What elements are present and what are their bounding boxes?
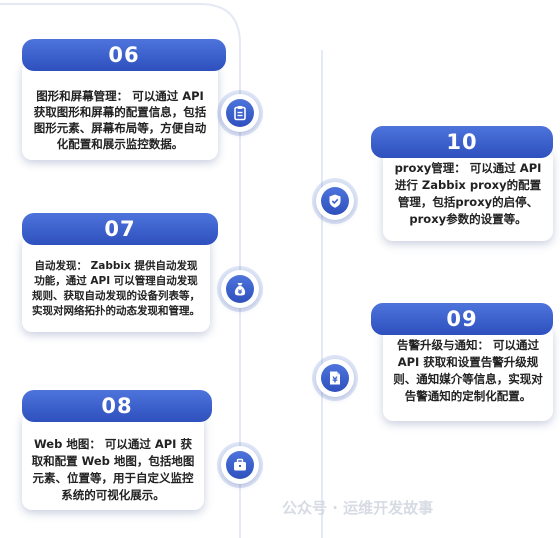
money-bag-icon: ¥: [234, 283, 246, 296]
card-07-number: 07: [22, 213, 218, 245]
card-09-number: 09: [371, 303, 553, 335]
card-06: 图形和屏幕管理： 可以通过 API 获取图形和屏幕的配置信息，包括图形元素、屏幕…: [22, 39, 232, 160]
card-10: proxy管理： 可以通过 API 进行 Zabbix proxy的配置管理，包…: [371, 126, 553, 241]
card-10-marker: [316, 182, 354, 220]
yen-document-icon: ¥: [330, 371, 340, 385]
shield-check-icon: [329, 194, 341, 208]
card-08-number: 08: [22, 390, 212, 422]
card-10-number: 10: [371, 126, 553, 158]
card-08-marker: [221, 446, 259, 484]
briefcase-icon: [234, 458, 246, 471]
card-07: 自动发现： Zabbix 提供自动发现功能，通过 API 可以管理自动发现规则、…: [22, 213, 224, 332]
watermark: 公众号 · 运维开发故事: [282, 499, 434, 517]
card-06-number: 06: [22, 39, 226, 71]
card-08: Web 地图： 可以通过 API 获取和配置 Web 地图，包括地图元素、位置等…: [22, 390, 218, 510]
card-07-description: 自动发现： Zabbix 提供自动发现功能，通过 API 可以管理自动发现规则、…: [22, 235, 210, 332]
card-07-marker: ¥: [221, 270, 259, 308]
card-06-marker: [221, 94, 259, 132]
card-09-marker: ¥: [316, 359, 354, 397]
svg-text:¥: ¥: [332, 375, 338, 384]
clipboard-icon: [234, 106, 246, 121]
card-06-description: 图形和屏幕管理： 可以通过 API 获取图形和屏幕的配置信息，包括图形元素、屏幕…: [22, 61, 218, 160]
card-09-description: 告警升级与通知： 可以通过 API 获取和设置告警升级规则、通知媒介等信息，实现…: [383, 325, 553, 421]
card-08-description: Web 地图： 可以通过 API 获取和配置 Web 地图，包括地图元素、位置等…: [22, 412, 204, 510]
card-10-description: proxy管理： 可以通过 API 进行 Zabbix proxy的配置管理，包…: [383, 148, 553, 241]
card-09: 告警升级与通知： 可以通过 API 获取和设置告警升级规则、通知媒介等信息，实现…: [371, 303, 553, 421]
svg-text:¥: ¥: [238, 288, 243, 296]
